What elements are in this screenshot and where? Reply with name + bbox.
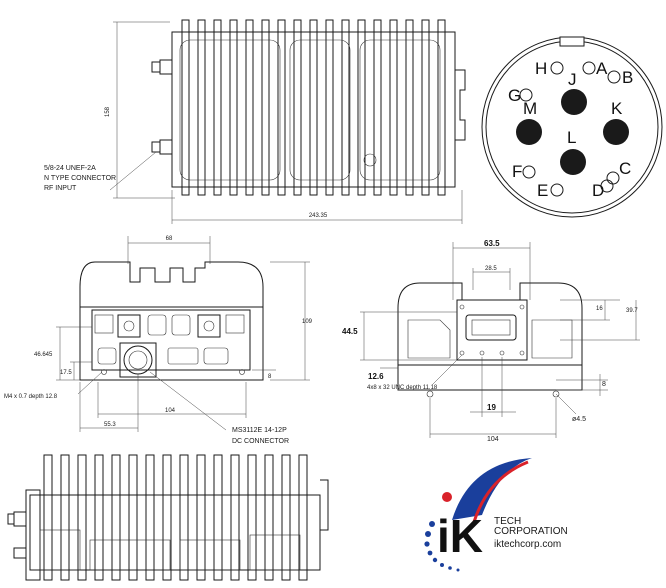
pin-b: B: [622, 68, 633, 87]
rear-dim-19: 19: [487, 403, 496, 412]
rear-dim-44: 44.5: [342, 327, 358, 336]
logo-line2: CORPORATION: [494, 526, 568, 537]
rear-dim-28: 28.5: [485, 266, 497, 272]
ik-tech-logo: iK TECH CORPORATION iktechcorp.com: [424, 458, 568, 572]
connector-face: H J A G M B K L F C E D: [481, 36, 663, 218]
front-view: 68 109 8 46.645 17.5: [4, 236, 313, 445]
rear-dim-39: 39.7: [626, 308, 638, 314]
top-width-label: 243.35: [309, 213, 328, 219]
front-dim-104: 104: [165, 408, 176, 414]
side-view: [7, 454, 329, 581]
front-dim-46: 46.645: [34, 352, 53, 358]
pin-g: G: [508, 86, 521, 105]
connector-label-2: N TYPE CONNECTOR: [44, 175, 116, 182]
pin-j: J: [568, 70, 577, 89]
front-height: 109: [302, 319, 313, 325]
rear-dim-12: 12.6: [368, 372, 384, 381]
pin-a: A: [596, 59, 608, 78]
side-fins: [43, 454, 308, 581]
rear-dim-8: 8: [602, 381, 606, 388]
connector-label-1: 5/8-24 UNEF-2A: [44, 165, 96, 172]
rear-dim-63: 63.5: [484, 239, 500, 248]
rear-view: 63.5 28.5 16 39.7 44.5: [342, 239, 640, 443]
pin-e: E: [537, 181, 548, 200]
logo-i-dot: [442, 492, 452, 502]
logo-line1: TECH: [494, 516, 521, 527]
mount-hole-label: M4 x 0.7 depth 12.8: [4, 394, 58, 400]
pin-c: C: [619, 159, 631, 178]
logo-url: iktechcorp.com: [494, 539, 561, 550]
rear-dia: ø4.5: [572, 416, 586, 423]
rear-dim-104: 104: [487, 436, 499, 443]
pin-f: F: [512, 162, 522, 181]
top-view: 158: [44, 19, 466, 224]
connector-label-3: RF INPUT: [44, 185, 77, 192]
heatsink-fins: [181, 19, 446, 196]
front-top-width: 68: [166, 236, 173, 242]
front-dim-8: 8: [268, 374, 272, 380]
rear-dim-16: 16: [596, 306, 603, 312]
pin-m: M: [523, 99, 537, 118]
dc-label-2: DC CONNECTOR: [232, 438, 289, 445]
pin-h: H: [535, 59, 547, 78]
front-dim-17: 17.5: [60, 370, 72, 376]
top-height-label: 158: [105, 106, 111, 117]
logo-letters: iK: [437, 510, 483, 562]
front-dim-55: 55.3: [104, 422, 116, 428]
dc-label-1: MS3112E 14-12P: [232, 427, 287, 434]
pin-k: K: [611, 99, 623, 118]
pin-l: L: [567, 128, 576, 147]
rear-hole-note: 4x8 x 32 UNC depth 11.18: [367, 385, 438, 391]
